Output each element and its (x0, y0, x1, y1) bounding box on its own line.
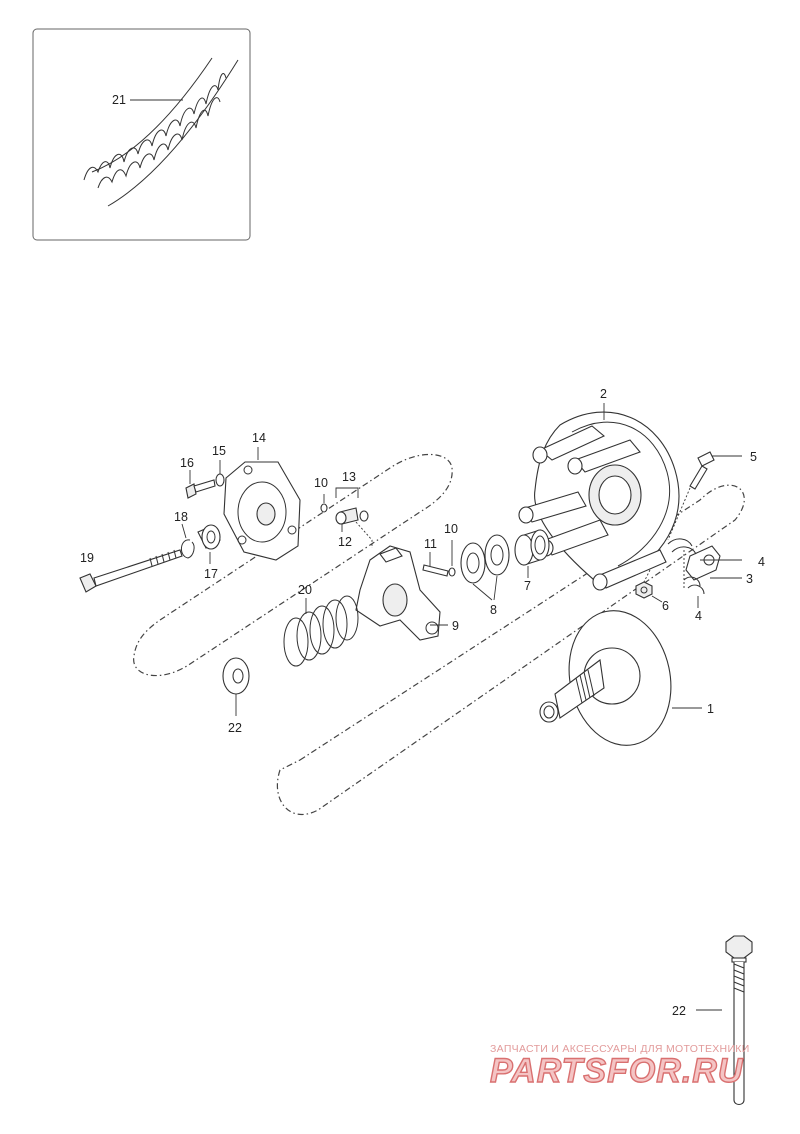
part-9-spider (355, 545, 448, 641)
label-15: 15 (212, 444, 226, 458)
label-6: 6 (662, 599, 669, 613)
label-22a: 22 (228, 721, 242, 735)
label-10b: 10 (444, 522, 458, 536)
watermark: ЗАПЧАСТИ И АКСЕССУАРЫ ДЛЯ МОТОТЕХНИКИ PA… (489, 1043, 750, 1091)
part-4-clips (667, 538, 742, 608)
label-11: 11 (424, 537, 437, 551)
part-3-holder (685, 545, 742, 581)
label-5: 5 (750, 450, 757, 464)
label-10a: 10 (314, 476, 328, 490)
label-22b: 22 (672, 1004, 686, 1018)
part-16-screw (185, 470, 216, 499)
part-fixed-sheave (539, 610, 702, 746)
label-2: 2 (600, 387, 607, 401)
drive-belt-outline (133, 453, 745, 816)
label-14: 14 (252, 431, 266, 445)
part-5-bolt (667, 451, 742, 541)
part-7-bushing (514, 529, 550, 578)
part-movable-sheave (518, 403, 680, 591)
label-4a: 4 (758, 555, 765, 569)
part-17-bushing (197, 524, 221, 564)
part-14-cover-plate (223, 447, 301, 561)
part-11-pin (422, 552, 449, 577)
watermark-tagline: ЗАПЧАСТИ И АКСЕССУАРЫ ДЛЯ МОТОТЕХНИКИ (490, 1043, 750, 1055)
label-8: 8 (490, 603, 497, 617)
label-18: 18 (174, 510, 188, 524)
label-19: 19 (80, 551, 94, 565)
watermark-brand: PARTSFOR.RU (490, 1052, 744, 1090)
label-21: 21 (112, 93, 126, 107)
part-15-washer (215, 460, 225, 487)
part-22-long-bolt (696, 935, 753, 1106)
label-20: 20 (298, 583, 312, 597)
part-12-13-rollers (335, 487, 373, 548)
label-4b: 4 (695, 609, 702, 623)
label-13: 13 (342, 470, 356, 484)
label-1: 1 (707, 702, 714, 716)
part-22-washer (222, 657, 250, 716)
label-3: 3 (746, 572, 753, 586)
label-16: 16 (180, 456, 194, 470)
belt-detail-inset: 21 (32, 28, 251, 241)
label-12: 12 (338, 535, 352, 549)
label-7: 7 (524, 579, 531, 593)
label-17: 17 (204, 567, 218, 581)
part-20-spring (283, 595, 359, 667)
part-18-circlip (181, 523, 195, 559)
part-10-pins (320, 494, 456, 577)
part-19-long-bolt (79, 549, 183, 593)
part-8-washers (460, 534, 510, 601)
part-6-nut (635, 569, 663, 603)
label-9: 9 (452, 619, 459, 633)
